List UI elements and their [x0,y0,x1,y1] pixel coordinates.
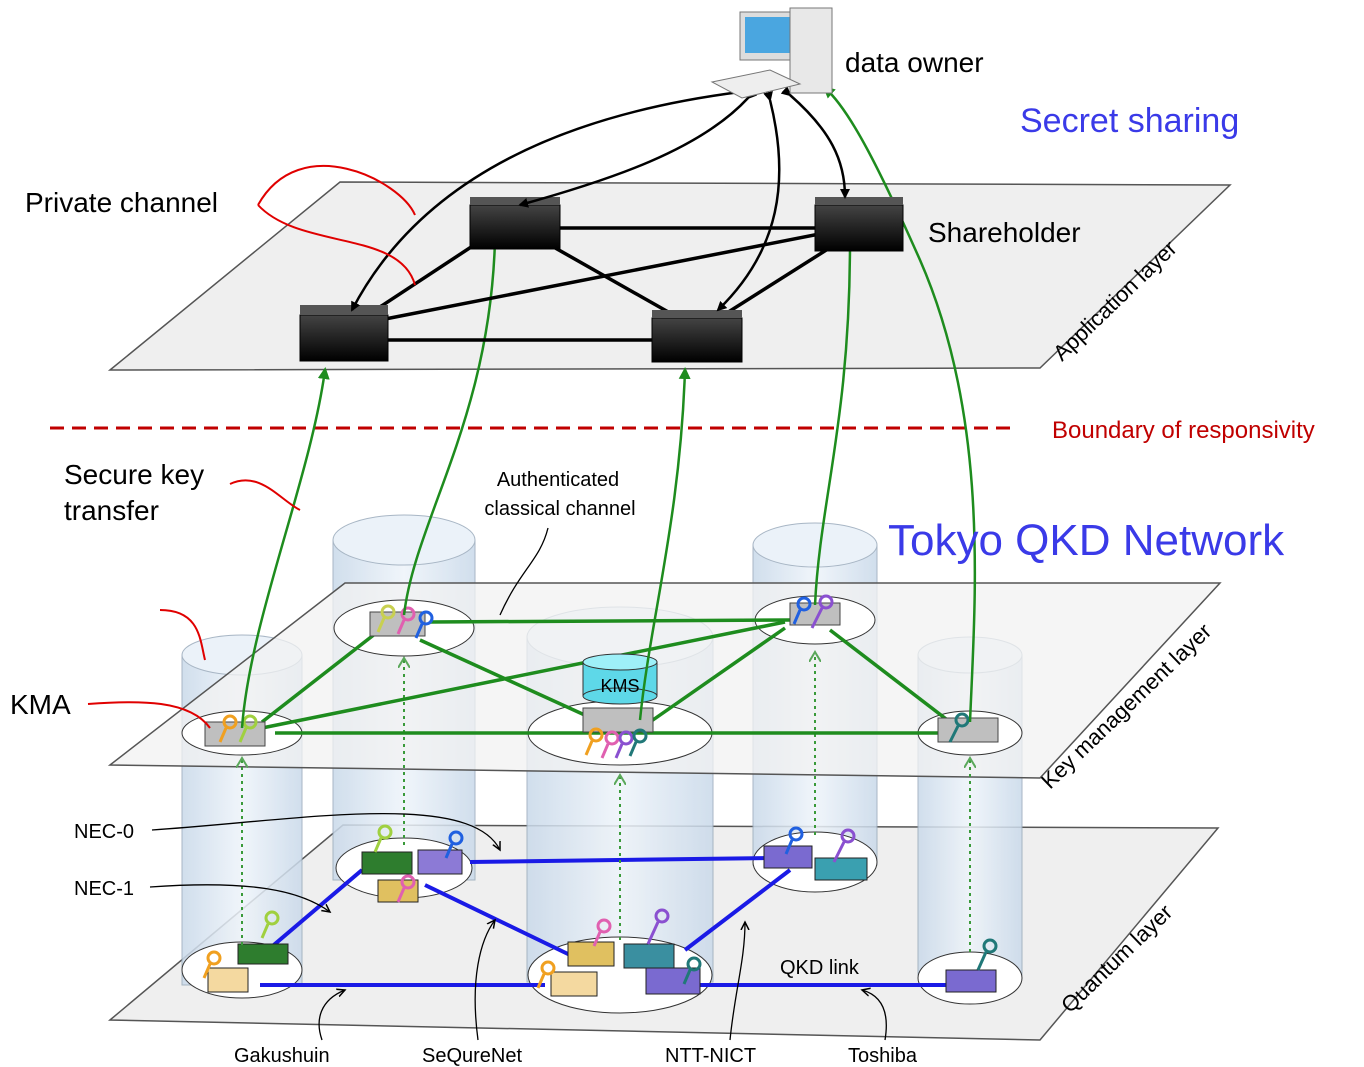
nec0-label: NEC-0 [74,821,134,843]
annotation-curves [87,164,416,729]
server-icon [299,305,389,362]
data-owner-label: data owner [845,47,984,78]
nec1-label: NEC-1 [74,878,134,900]
key-icons [202,594,998,989]
secure-key-label-line1: Secure key [64,459,204,490]
secure-key-transfer-arrows [240,86,977,729]
boundary-label: Boundary of responsivity [1052,417,1315,444]
server-icon [651,310,743,363]
qkd-devices [207,845,997,997]
private-channel-label: Private channel [25,187,218,218]
toshiba-label: Toshiba [848,1045,918,1067]
computer-icon [710,7,833,99]
kms-label: KMS [600,676,639,696]
qkd-link-label: QKD link [780,957,860,979]
shareholder-label: Shareholder [928,217,1081,248]
pointer-lines [149,527,887,1041]
gakushuin-label: Gakushuin [234,1045,330,1067]
server-icon [814,197,904,252]
secure-key-label-line2: transfer [64,495,159,526]
tokyo-qkd-label: Tokyo QKD Network [888,516,1285,565]
secret-sharing-label: Secret sharing [1020,102,1239,140]
kma-label: KMA [10,689,71,720]
classical-channel-links [260,618,952,735]
key-relay-dotted [242,652,970,952]
ntt-nict-label: NTT-NICT [665,1045,756,1067]
server-icon [469,197,561,250]
data-owner-arrows [350,85,850,312]
authenticated-label-line2: classical channel [484,498,635,520]
sequrenet-label: SeQureNet [422,1045,522,1067]
authenticated-label-line1: Authenticated [497,469,619,491]
